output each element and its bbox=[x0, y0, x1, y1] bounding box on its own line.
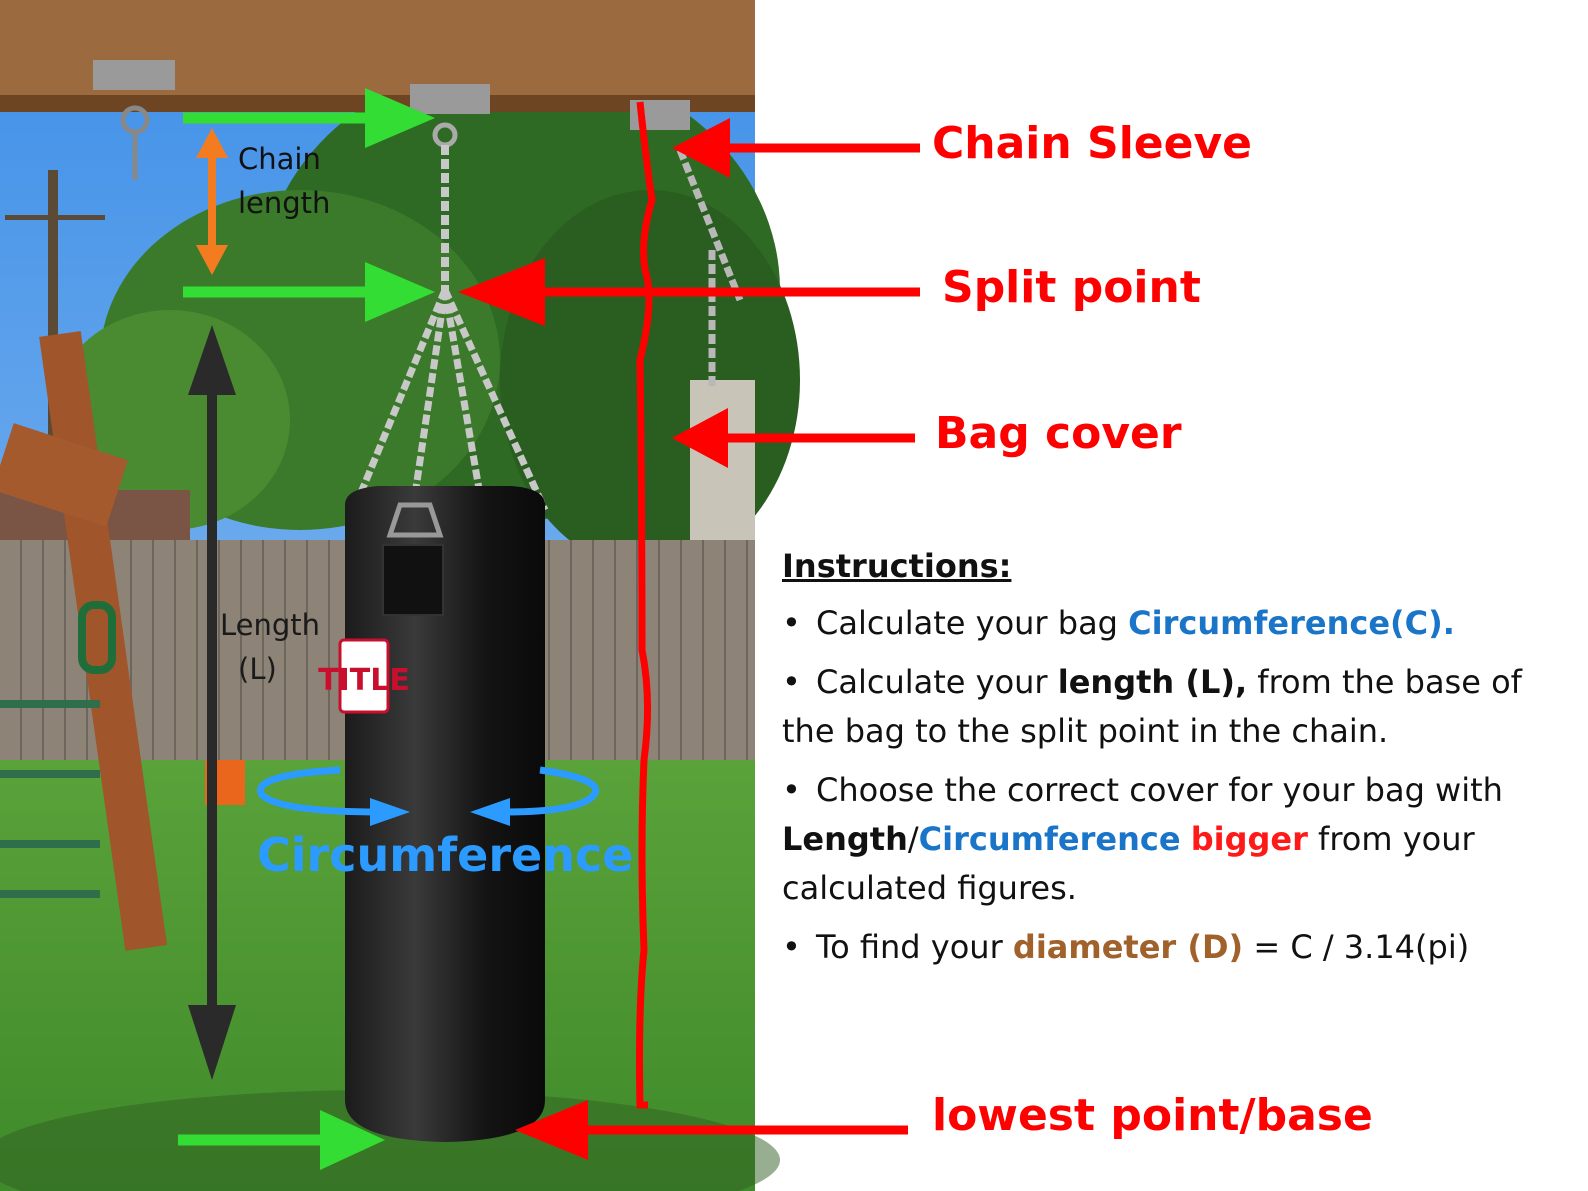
length-label: Length (L) bbox=[220, 604, 320, 691]
chain-length-arrow bbox=[196, 128, 228, 275]
bullet: • bbox=[782, 603, 801, 642]
instruction-text: Calculate your bag bbox=[816, 603, 1129, 642]
instructions-list: • Calculate your bag Circumference(C). • C… bbox=[782, 599, 1572, 972]
chain-sleeve-label: Chain Sleeve bbox=[932, 118, 1253, 169]
instruction-item: • To find your diameter (D) = C / 3.14(pi… bbox=[782, 923, 1572, 972]
lowest-point-label: lowest point/base bbox=[932, 1090, 1373, 1141]
length-line1: Length bbox=[220, 608, 321, 642]
circumference-term: Circumference(C). bbox=[1128, 603, 1455, 642]
instruction-text: Choose the correct cover for your bag wi… bbox=[816, 770, 1503, 809]
length-arrow bbox=[188, 325, 236, 1080]
instructions-panel: Instructions: • Calculate your bag Circum… bbox=[782, 542, 1572, 982]
instruction-text: = C / 3.14(pi) bbox=[1243, 927, 1470, 966]
photo: TITLE bbox=[0, 0, 800, 1191]
instruction-item: • Calculate your bag Circumference(C). bbox=[782, 599, 1572, 648]
bag-cover-outline bbox=[636, 101, 656, 1109]
instruction-item: • Calculate your length (L), from the bas… bbox=[782, 658, 1572, 756]
lowest-point-arrow bbox=[515, 1100, 908, 1160]
bullet: • bbox=[782, 662, 801, 701]
instructions-title: Instructions: bbox=[782, 547, 1012, 585]
instruction-text: from the base of the bag to the split po… bbox=[782, 662, 1522, 750]
bigger-term: bigger bbox=[1190, 819, 1308, 858]
instruction-text: from your calculated figures. bbox=[782, 819, 1475, 907]
space bbox=[1181, 820, 1191, 858]
slash: / bbox=[907, 819, 919, 858]
length-term: length (L), bbox=[1057, 662, 1248, 701]
bag-cover-arrow bbox=[672, 408, 915, 468]
bullet: • bbox=[782, 927, 801, 966]
bullet: • bbox=[782, 770, 801, 809]
top-guide-arrow bbox=[183, 88, 435, 148]
length-term: Length bbox=[782, 819, 908, 858]
instruction-text: To find your bbox=[816, 927, 1013, 966]
diameter-term: diameter (D) bbox=[1012, 927, 1244, 966]
chain-length-line1: Chain bbox=[238, 142, 321, 176]
bag-cover-label: Bag cover bbox=[935, 408, 1182, 459]
instruction-text: Calculate your bbox=[816, 662, 1058, 701]
base-guide-arrow bbox=[178, 1110, 385, 1170]
instruction-item: • Choose the correct cover for your bag w… bbox=[782, 766, 1572, 913]
chain-length-label: Chain length bbox=[238, 138, 330, 225]
chain-sleeve-arrow bbox=[672, 118, 920, 178]
circumference-term: Circumference bbox=[918, 819, 1181, 858]
circumference-label: Circumference bbox=[257, 828, 634, 882]
split-point-arrow bbox=[458, 258, 920, 326]
length-line2: (L) bbox=[238, 651, 277, 686]
brand-logo-text: TITLE bbox=[318, 663, 410, 698]
circumference-arrows bbox=[257, 766, 600, 826]
chain-length-line2: length bbox=[238, 185, 331, 220]
split-guide-arrow bbox=[183, 262, 435, 322]
split-point-label: Split point bbox=[942, 262, 1201, 313]
